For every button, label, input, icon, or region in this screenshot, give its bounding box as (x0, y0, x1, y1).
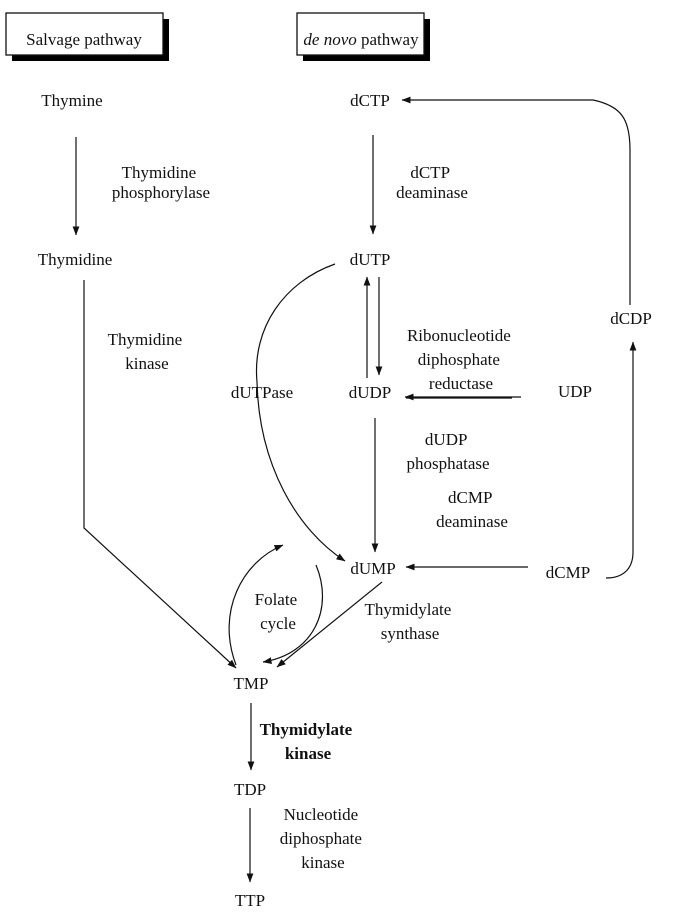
folate-cycle-left-arc (228, 544, 284, 666)
arrow-dump-to-tmp (276, 581, 383, 668)
enzyme-dcmp-deaminase: dCMP deaminase (436, 488, 508, 531)
enzyme-nucleotide-diphosphate-kinase: Nucleotide diphosphate kinase (280, 805, 366, 872)
salvage-pathway-box: Salvage pathway (5, 12, 169, 61)
compound-udp: UDP (558, 382, 592, 401)
enzyme-dctp-deaminase: dCTP deaminase (396, 163, 468, 202)
denovo-rest-text: pathway (357, 30, 419, 49)
enzyme-thymidylate-synthase: Thymidylate synthase (364, 600, 455, 643)
enzyme-thymidine-kinase: Thymidine kinase (108, 330, 187, 373)
compound-dctp: dCTP (350, 91, 390, 110)
denovo-pathway-label: de novo pathway (303, 30, 419, 49)
denovo-pathway-box: de novo pathway (296, 12, 430, 61)
arrow-dutpase-curve (255, 263, 346, 562)
compound-dudp: dUDP (349, 383, 392, 402)
compound-dcdp: dCDP (610, 309, 652, 328)
salvage-pathway-label: Salvage pathway (26, 30, 142, 49)
enzyme-thymidine-phosphorylase: Thymidine phosphorylase (112, 163, 210, 202)
compound-tdp: TDP (234, 780, 266, 799)
compound-thymidine: Thymidine (38, 250, 113, 269)
enzyme-ribonucleotide-reductase: Ribonucleotide diphosphate reductase (407, 326, 515, 393)
folate-cycle-label: Folate cycle (255, 590, 302, 633)
compound-tmp: TMP (234, 674, 269, 693)
compound-dcmp: dCMP (546, 563, 590, 582)
arrow-dcmp-to-dcdp (605, 341, 637, 579)
compound-ttp: TTP (235, 891, 265, 910)
compound-dump: dUMP (350, 559, 395, 578)
compound-dutp: dUTP (350, 250, 391, 269)
folate-cycle-right-arc (262, 564, 324, 665)
enzyme-dutpase: dUTPase (231, 383, 293, 402)
denovo-italic-text: de novo (303, 30, 356, 49)
enzyme-dudp-phosphatase: dUDP phosphatase (406, 430, 489, 473)
arrow-dcdp-to-dctp (401, 96, 631, 305)
enzyme-thymidylate-kinase: Thymidylate kinase (260, 720, 357, 763)
arrow-thymidine-to-tmp (83, 280, 237, 669)
compound-thymine: Thymine (41, 91, 102, 110)
